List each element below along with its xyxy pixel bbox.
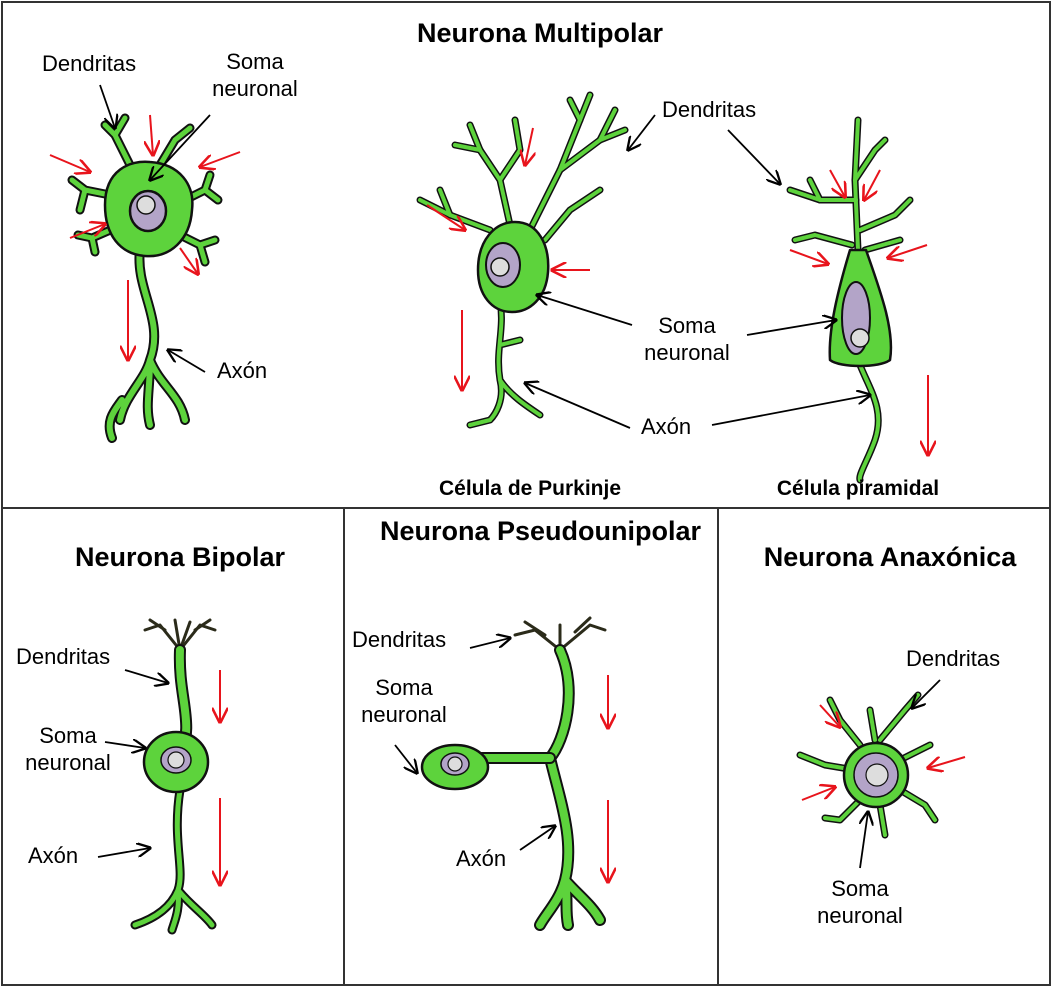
- purkinje-caption: Célula de Purkinje: [380, 476, 680, 502]
- bipolar-dendrites-label: Dendritas: [16, 643, 110, 670]
- bipolar-title: Neurona Bipolar: [30, 540, 330, 574]
- multipolar-soma-label: Soma neuronal: [205, 48, 305, 102]
- pseudounipolar-dendrites-label: Dendritas: [352, 626, 446, 653]
- pyramidal-caption: Célula piramidal: [728, 476, 988, 502]
- bipolar-axon-label: Axón: [28, 842, 78, 869]
- multipolar-neuron-illustration: [72, 118, 218, 438]
- anaxonic-title: Neurona Anaxónica: [760, 540, 1020, 574]
- bipolar-neuron-illustration: [135, 620, 215, 930]
- shared-soma-label: Soma neuronal: [628, 312, 746, 366]
- pyramidal-cell-illustration: [790, 120, 910, 480]
- multipolar-axon-label: Axón: [217, 357, 267, 384]
- purkinje-cell-illustration: [420, 95, 625, 425]
- pseudounipolar-title: Neurona Pseudounipolar: [380, 514, 690, 548]
- shared-dendrites-label: Dendritas: [662, 96, 756, 123]
- pseudounipolar-neuron-illustration: [422, 618, 605, 925]
- anaxonic-soma-label: Soma neuronal: [810, 875, 910, 929]
- bipolar-soma-label: Soma neuronal: [18, 722, 118, 776]
- shared-axon-label: Axón: [641, 413, 691, 440]
- anaxonic-dendrites-label: Dendritas: [906, 645, 1000, 672]
- multipolar-title: Neurona Multipolar: [340, 16, 740, 50]
- multipolar-dendrites-label: Dendritas: [42, 50, 136, 77]
- pseudounipolar-axon-label: Axón: [456, 845, 506, 872]
- pseudounipolar-soma-label: Soma neuronal: [354, 674, 454, 728]
